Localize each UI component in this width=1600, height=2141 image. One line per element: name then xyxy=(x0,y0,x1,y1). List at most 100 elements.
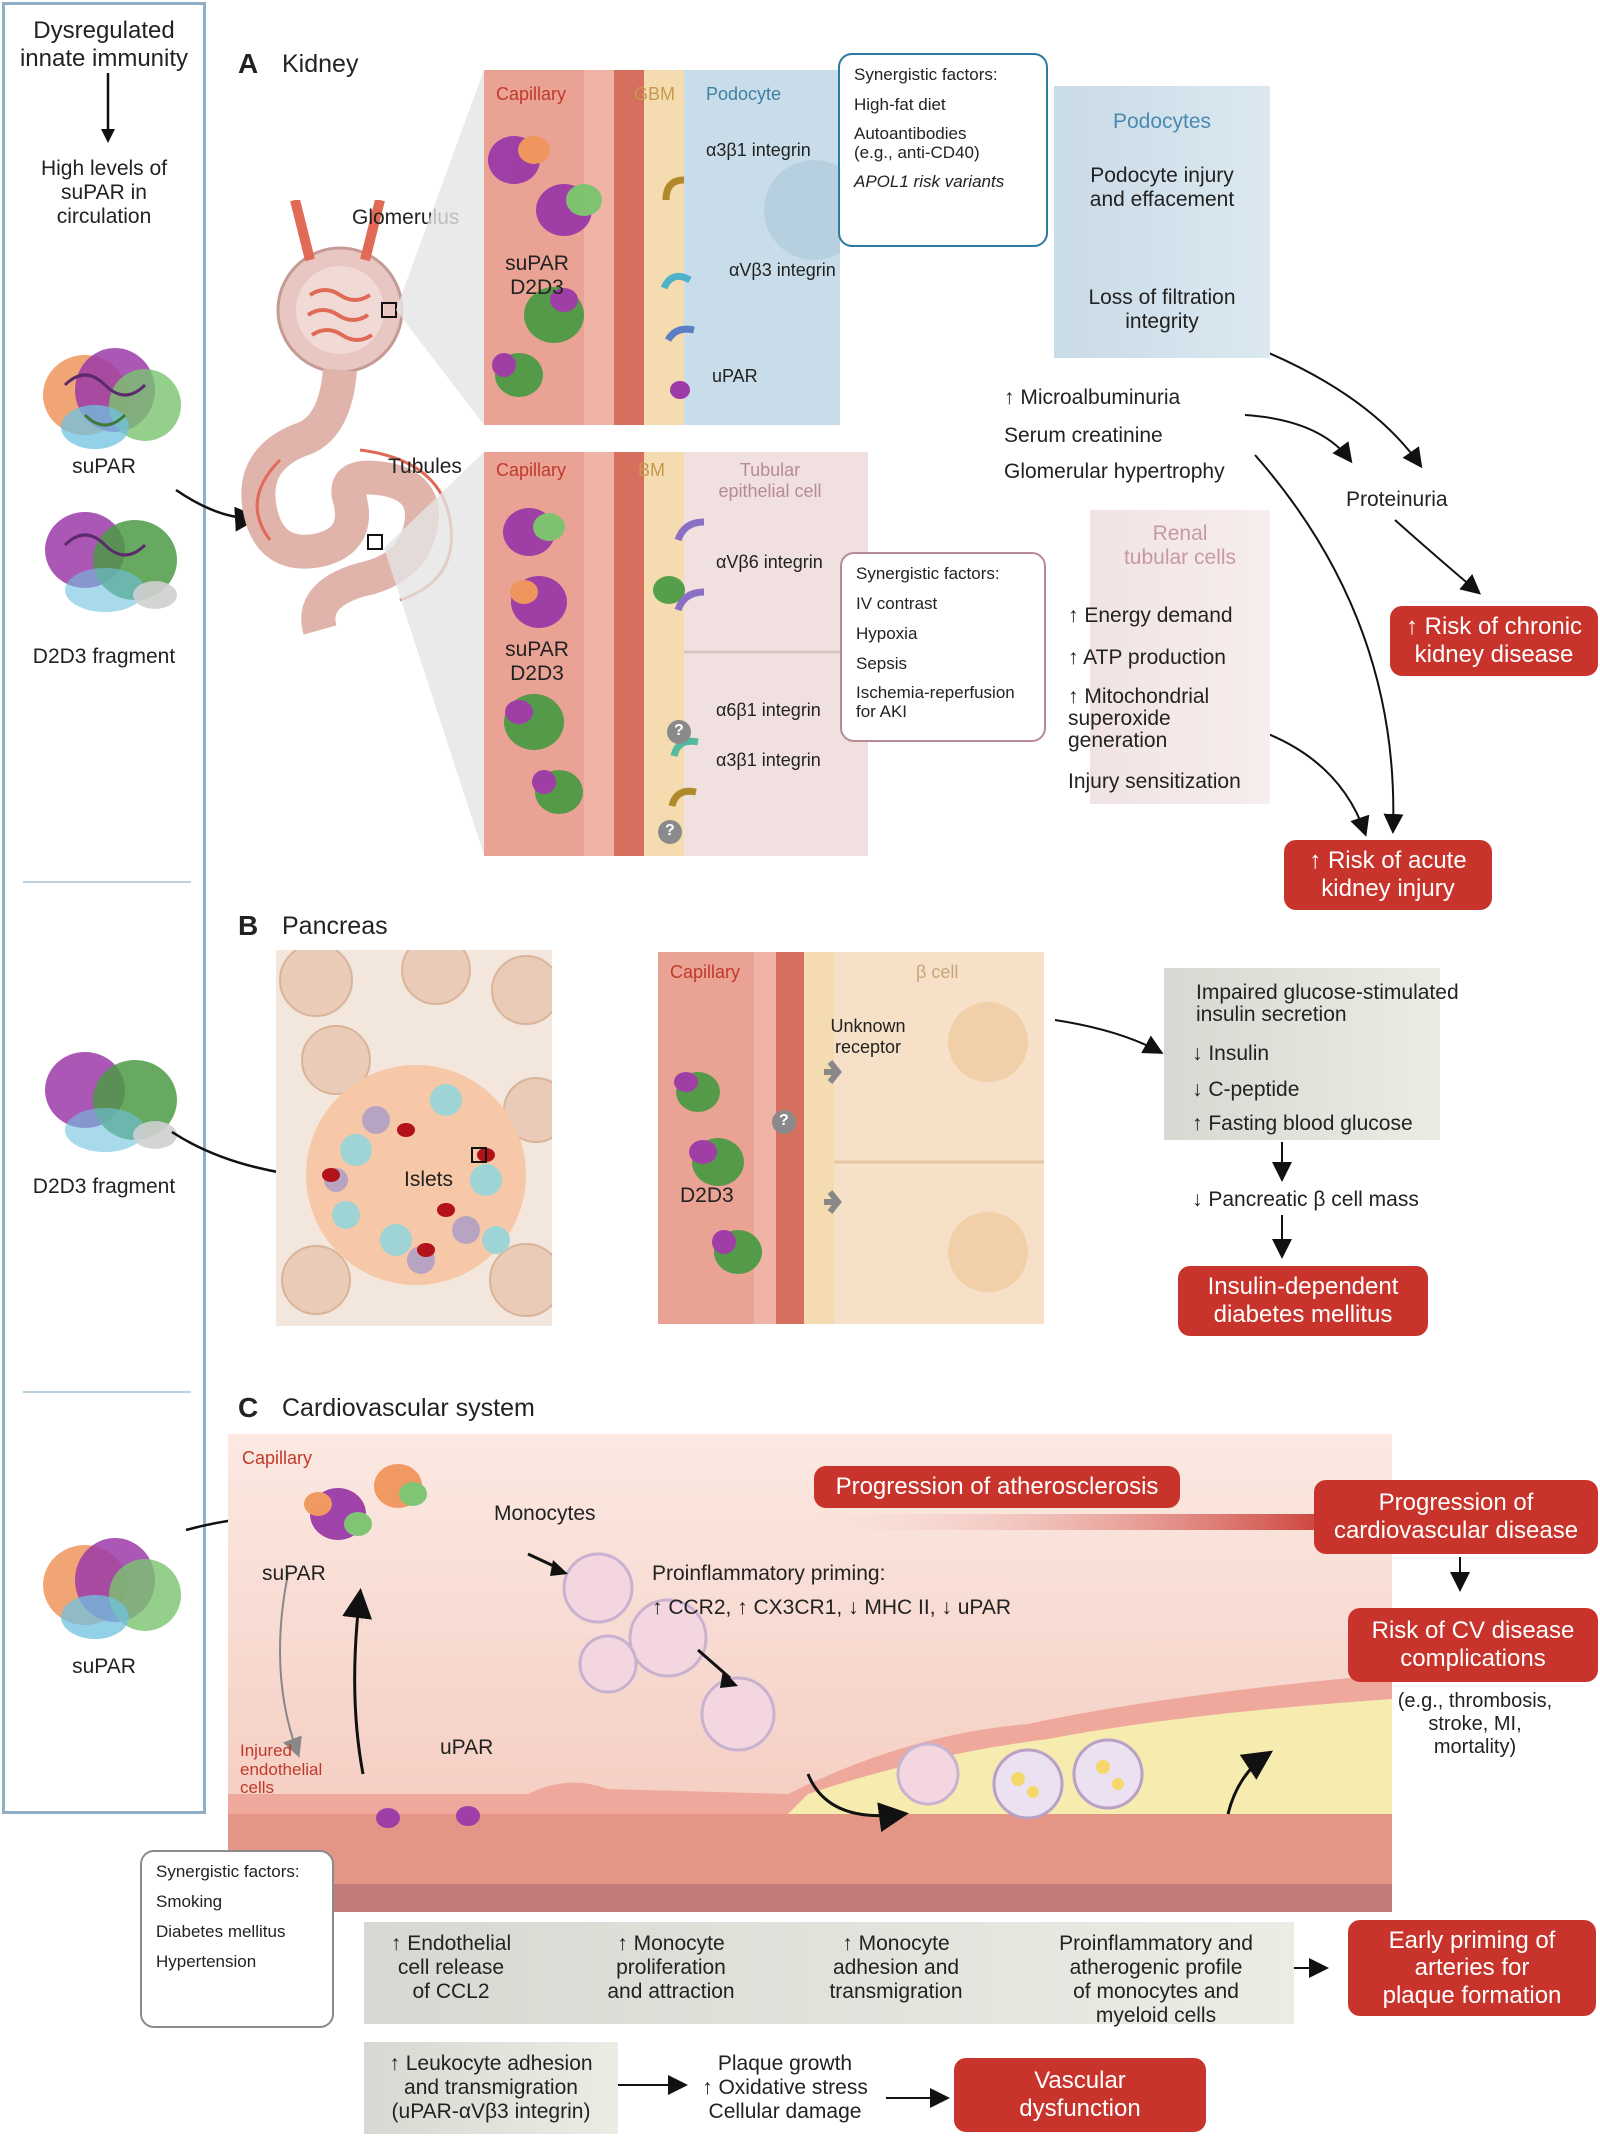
synergy-item: Sepsis xyxy=(856,654,908,673)
glom-gbm-label: GBM xyxy=(634,84,676,104)
beta-cell-mass-label: ↓ Pancreatic β cell mass xyxy=(1192,1188,1419,1211)
flow1-proinflammatory-profile: Proinflammatory and atherogenic profile … xyxy=(1059,1932,1253,2028)
synergy-item: Ischemia-reperfusion for AKI xyxy=(856,683,1015,721)
d2d3-protein-image xyxy=(45,512,177,612)
injured-endothelial-label: Injured endothelial cells xyxy=(240,1741,323,1798)
cv-flow2-band xyxy=(364,2042,618,2134)
effect-impaired-secretion: Impaired glucose-stimulated insulin secr… xyxy=(1196,981,1459,1027)
glom-integrin-a3b1: α3β1 integrin xyxy=(706,140,811,160)
pancreas-capillary-label: Capillary xyxy=(670,962,741,982)
cv-supar-label: suPAR xyxy=(262,1562,326,1585)
synergy-title: Synergistic factors: xyxy=(856,564,1000,583)
supar-protein-image xyxy=(43,1538,181,1639)
beta-cell-detail-panel: ? Capillary β cell Unknown receptor D2D3 xyxy=(658,952,1044,1324)
d2d3-protein-image xyxy=(45,1052,177,1152)
synergy-item: Hypoxia xyxy=(856,624,918,643)
sidebar-divider xyxy=(23,1391,191,1393)
marker-microalbuminuria: ↑ Microalbuminuria xyxy=(1004,386,1181,409)
glom-supar-d2d3: suPAR D2D3 xyxy=(505,252,569,300)
monocytes-label: Monocytes xyxy=(494,1502,596,1525)
cv-capillary-label: Capillary xyxy=(242,1448,313,1468)
flow1-monocyte-proliferation: ↑ Monocyte proliferation and attraction xyxy=(607,1932,735,2004)
islets-label: Islets xyxy=(404,1168,454,1191)
tub-epithelial-label: Tubular epithelial cell xyxy=(718,460,822,501)
priming-title: Proinflammatory priming: xyxy=(652,1562,886,1585)
tub-supar-d2d3: suPAR D2D3 xyxy=(505,638,569,686)
sidebar-title: Dysregulated innate immunity xyxy=(19,17,189,72)
synergy-item: IV contrast xyxy=(856,594,938,613)
marker-serum-creatinine: Serum creatinine xyxy=(1004,424,1163,447)
podocytes-title: Podocytes xyxy=(1112,110,1212,133)
synergy-item: Hypertension xyxy=(156,1952,257,1971)
tub-capillary-label: Capillary xyxy=(496,460,567,480)
left-sidebar: Dysregulated innate immunity High levels… xyxy=(2,2,206,1814)
flow2-plaque-growth: Plaque growth ↑ Oxidative stress Cellula… xyxy=(702,2052,868,2124)
vessel-illustration xyxy=(228,1434,1392,1912)
synergy-item: APOL1 risk variants xyxy=(854,172,1005,192)
kidney-nephron-illustration xyxy=(241,200,453,635)
cv-risk-box: Risk of CV disease complications xyxy=(1348,1608,1598,1682)
renal-tubular-box xyxy=(1090,510,1270,804)
sidebar-supar-label-1: suPAR xyxy=(72,455,136,478)
glom-capillary-label: Capillary xyxy=(496,84,567,104)
synergy-item: Diabetes mellitus xyxy=(156,1922,286,1941)
effect-insulin: ↓ Insulin xyxy=(1192,1042,1270,1065)
tub-bm-label: BM xyxy=(638,460,665,480)
cv-examples: (e.g., thrombosis, stroke, MI, mortality… xyxy=(1397,1690,1553,1758)
synergy-box-tubules: Synergistic factors: IV contrast Hypoxia… xyxy=(840,552,1046,742)
tubules-label: Tubules xyxy=(388,455,462,478)
renal-item-energy: ↑ Energy demand xyxy=(1068,604,1233,627)
podocytes-box xyxy=(1054,86,1270,358)
marker-glomerular-hypertrophy: Glomerular hypertrophy xyxy=(1004,460,1225,483)
question-mark-icon: ? xyxy=(779,1112,789,1129)
sidebar-d2d3-label-1: D2D3 fragment xyxy=(32,645,176,668)
tubule-detail-panel: ? ? Capillary BM Tubular epithelial cell… xyxy=(484,452,868,856)
synergy-item: Smoking xyxy=(156,1892,223,1911)
synergy-title: Synergistic factors: xyxy=(156,1862,300,1881)
sidebar-divider xyxy=(23,881,191,883)
panel-c-title: Cardiovascular system xyxy=(282,1394,535,1422)
effect-glucose: ↑ Fasting blood glucose xyxy=(1192,1112,1413,1135)
renal-item-injury: Injury sensitization xyxy=(1068,770,1241,793)
flow2-leukocyte-adhesion: ↑ Leukocyte adhesion and transmigration … xyxy=(389,2052,593,2124)
cvd-progression-box: Progression of cardiovascular disease xyxy=(1314,1480,1598,1554)
synergy-item: Autoantibodies (e.g., anti-CD40) xyxy=(854,124,980,162)
pancreas-islet-illustration xyxy=(276,950,552,1326)
atherosclerosis-box: Progression of atherosclerosis xyxy=(814,1466,1180,1508)
glom-integrin-avb3: αVβ3 integrin xyxy=(729,260,836,280)
flow1-monocyte-adhesion: ↑ Monocyte adhesion and transmigration xyxy=(829,1932,963,2004)
beta-cell-label: β cell xyxy=(916,962,959,982)
cv-upar-label: uPAR xyxy=(440,1736,494,1759)
synergy-box-cv: Synergistic factors: Smoking Diabetes me… xyxy=(140,1850,334,2028)
glomerulus-detail-panel: Capillary GBM Podocyte α3β1 integrin αVβ… xyxy=(484,70,840,425)
podocytes-step2: Loss of filtration integrity xyxy=(1088,286,1236,334)
tub-integrin-avb6: αVβ6 integrin xyxy=(716,552,823,572)
synergy-box-glomerulus: Synergistic factors: High-fat diet Autoa… xyxy=(838,53,1048,247)
proteinuria-label: Proteinuria xyxy=(1346,488,1448,511)
sidebar-circulation: High levels of suPAR in circulation xyxy=(40,157,168,229)
renal-item-superoxide: ↑ Mitochondrial superoxide generation xyxy=(1068,685,1210,753)
synergy-item: High-fat diet xyxy=(854,95,946,114)
tub-integrin-a3b1: α3β1 integrin xyxy=(716,750,821,770)
pancreas-d2d3-label: D2D3 xyxy=(680,1184,734,1207)
panel-c-letter: C xyxy=(238,1392,259,1423)
tub-integrin-a6b1: α6β1 integrin xyxy=(716,700,821,720)
sidebar-supar-label-2: suPAR xyxy=(72,1655,136,1678)
ckd-risk-box: ↑ Risk of chronic kidney disease xyxy=(1390,606,1598,676)
sidebar-arrow xyxy=(101,73,115,143)
flow1-ccl2: ↑ Endothelial cell release of CCL2 xyxy=(390,1932,512,2004)
panel-b-letter: B xyxy=(238,910,259,941)
aki-risk-box: ↑ Risk of acute kidney injury xyxy=(1284,840,1492,910)
unknown-receptor-label: Unknown receptor xyxy=(830,1016,906,1057)
effect-cpeptide: ↓ C-peptide xyxy=(1192,1078,1300,1101)
panel-b-title: Pancreas xyxy=(282,912,388,940)
glom-podocyte-label: Podocyte xyxy=(706,84,782,104)
pancreas-effects-box xyxy=(1164,968,1440,1140)
supar-protein-image xyxy=(43,348,181,449)
renal-box-title: Renal tubular cells xyxy=(1123,522,1237,570)
question-mark-icon: ? xyxy=(665,822,675,839)
glom-upar-label: uPAR xyxy=(712,366,758,386)
vascular-dysfunction-box: Vascular dysfunction xyxy=(954,2058,1206,2132)
panel-a-title: Kidney xyxy=(282,50,359,78)
cv-flow1-band xyxy=(364,1922,1294,2024)
